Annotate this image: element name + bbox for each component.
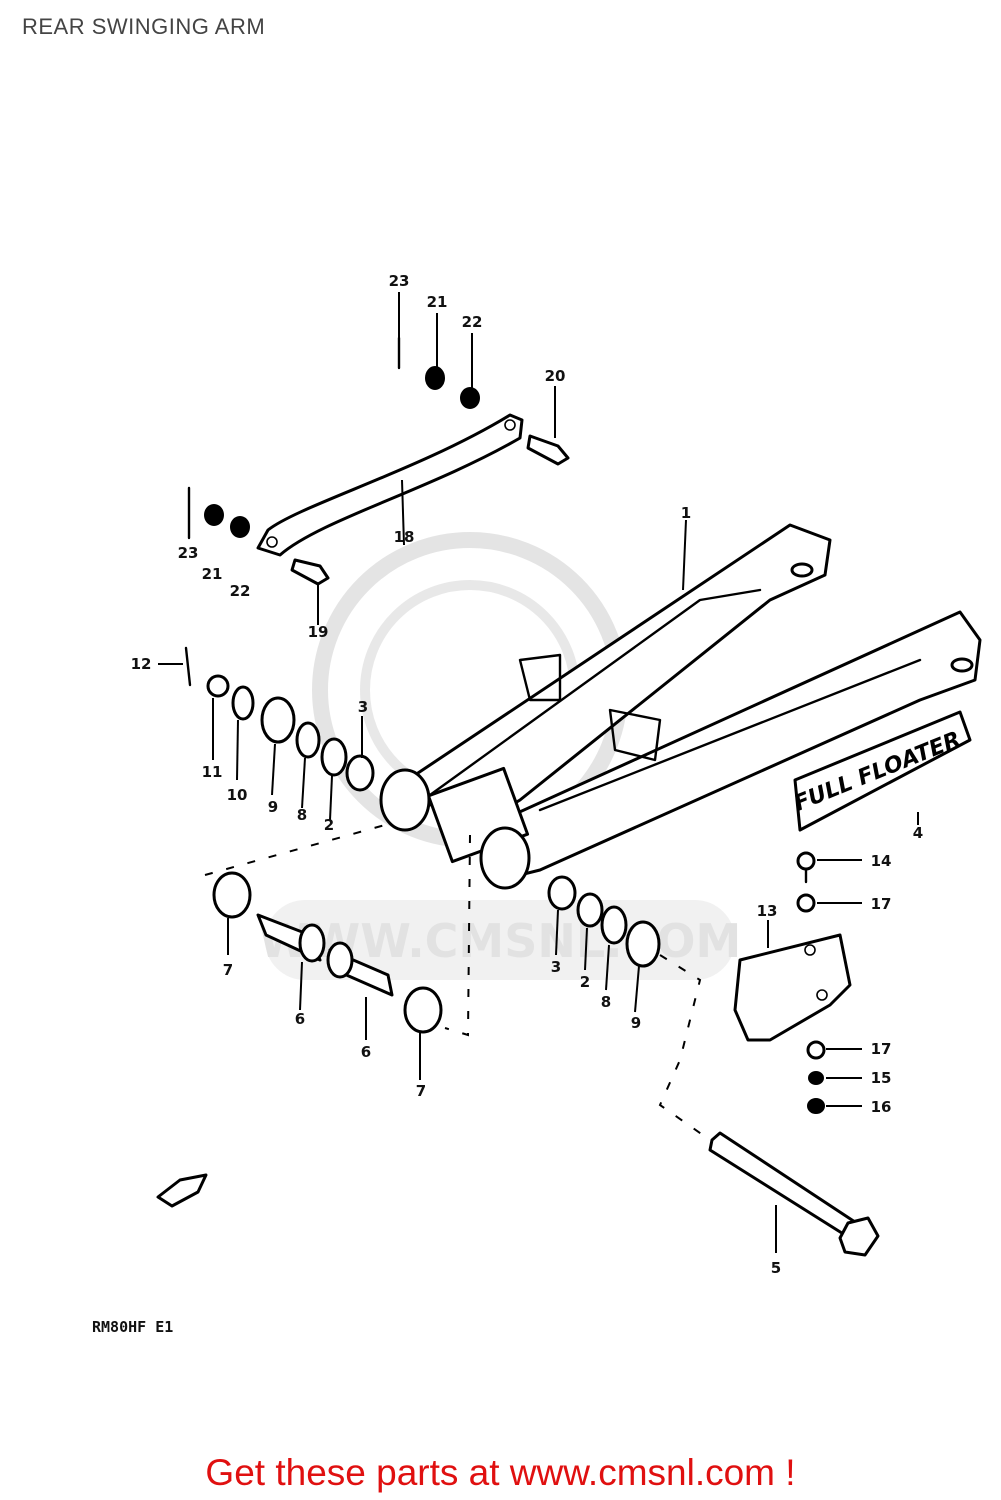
label-9-left: 9 [268, 798, 278, 816]
label-6-right: 6 [361, 1043, 371, 1061]
label-5: 5 [771, 1259, 781, 1277]
label-19: 19 [308, 623, 329, 641]
label-23-top: 23 [389, 272, 410, 290]
assembly-lines [204, 824, 711, 1141]
left-bearings [206, 674, 443, 1034]
label-13: 13 [757, 902, 778, 920]
label-3-left: 3 [358, 698, 368, 716]
torque-rod-part-18[interactable] [256, 413, 524, 557]
swing-arm-part-1[interactable] [379, 523, 982, 890]
label-23-left: 23 [178, 544, 199, 562]
pivot-bolt-part-5[interactable] [708, 1131, 880, 1257]
chain-guide-hardware [796, 851, 826, 1114]
label-22-top: 22 [462, 313, 483, 331]
label-3-right: 3 [551, 958, 561, 976]
label-20: 20 [545, 367, 566, 385]
hardware-upper [184, 336, 570, 687]
label-18: 18 [394, 528, 415, 546]
label-12: 12 [131, 655, 152, 673]
label-16: 16 [871, 1098, 892, 1116]
label-21-left: 21 [202, 565, 223, 583]
label-14: 14 [871, 852, 892, 870]
page-title: REAR SWINGING ARM [22, 14, 266, 39]
label-7-left: 7 [223, 961, 233, 979]
label-7-right: 7 [416, 1082, 426, 1100]
model-code: RM80HF E1 [92, 1318, 173, 1336]
part-labels: 1 18 23 21 22 20 23 21 22 19 12 11 10 9 … [131, 272, 924, 1277]
front-arrow-icon [156, 1173, 208, 1208]
right-bearings [547, 875, 661, 968]
label-8-right: 8 [601, 993, 611, 1011]
label-2-right: 2 [580, 973, 590, 991]
label-21-top: 21 [427, 293, 448, 311]
label-6-left: 6 [295, 1010, 305, 1028]
label-8-left: 8 [297, 806, 307, 824]
label-17-top: 17 [871, 895, 892, 913]
leader-lines [158, 292, 919, 1253]
label-1: 1 [681, 504, 691, 522]
footer-cta-link[interactable]: Get these parts at www.cmsnl.com ! [205, 1452, 796, 1493]
label-2-left: 2 [324, 816, 334, 834]
label-10: 10 [227, 786, 248, 804]
label-4: 4 [913, 824, 923, 842]
chain-guide-part-13[interactable] [733, 933, 852, 1042]
label-11: 11 [202, 763, 223, 781]
label-17-bottom: 17 [871, 1040, 892, 1058]
label-22-left: 22 [230, 582, 251, 600]
label-9-right: 9 [631, 1014, 641, 1032]
label-15: 15 [871, 1069, 892, 1087]
